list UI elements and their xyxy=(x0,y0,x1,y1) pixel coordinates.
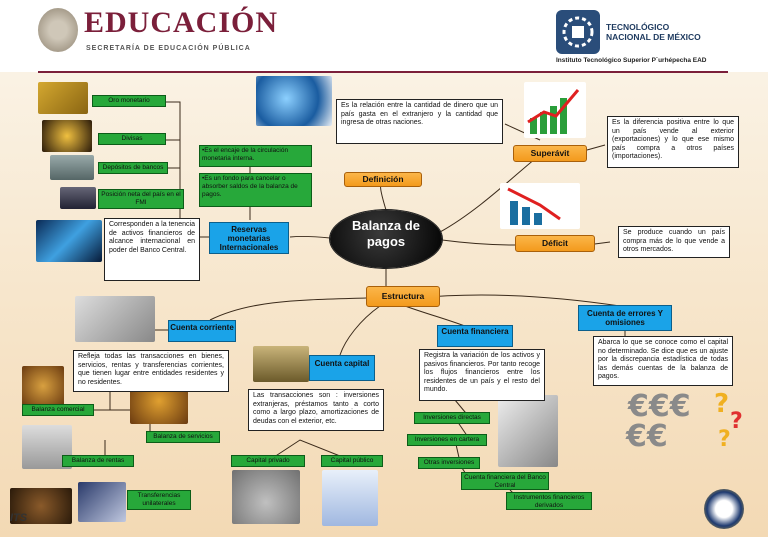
cc-item-balanza-rentas: Balanza de rentas xyxy=(62,455,134,467)
its-logo-icon xyxy=(704,489,744,529)
errores-text: Abarca lo que se conoce como el capital … xyxy=(593,336,733,386)
cc-item-balanza-comercial: Balanza comercial xyxy=(22,404,94,416)
svg-text:€€: €€ xyxy=(625,419,668,452)
cf-item-otras-inversiones: Otras inversiones xyxy=(418,457,480,469)
bank-deposit-image xyxy=(50,155,94,180)
estructura-node: Estructura xyxy=(366,286,440,307)
superavit-text: Es la diferencia positiva entre lo que u… xyxy=(607,116,739,168)
reservas-node: Reservas monetarias Internacionales xyxy=(209,222,289,254)
credit-card-image xyxy=(75,296,155,342)
definicion-node: Definición xyxy=(344,172,422,187)
globe-hand-image xyxy=(256,76,332,126)
euro-question-image: €€€€€??? xyxy=(622,382,752,452)
blocks-image xyxy=(322,470,378,526)
cf-item-cuenta-banco-central: Cuenta financiera del Banco Central xyxy=(461,472,549,490)
cuenta-capital-node: Cuenta capital xyxy=(309,355,375,381)
deficit-text: Se produce cuando un país compra más de … xyxy=(618,226,730,258)
cf-item-instrumentos-derivados: Instrumentos financieros derivados xyxy=(506,492,592,510)
reservas-item-fmi: Posición neta del país en el FMI xyxy=(98,189,184,209)
coin-stacks-image xyxy=(253,346,309,382)
cuenta-corriente-text: Refleja todas las transacciones en biene… xyxy=(73,350,229,392)
reservas-item-divisas: Divisas xyxy=(98,133,166,145)
coins-image xyxy=(42,120,92,152)
cf-item-inversiones-directas: Inversiones directas xyxy=(414,412,490,424)
cuenta-financiera-text: Registra la variación de los activos y p… xyxy=(419,349,545,401)
its-footer: ITS xyxy=(10,512,27,524)
deficit-node: Déficit xyxy=(515,235,595,252)
capital-item-privado: Capital privado xyxy=(231,455,305,467)
scale-image xyxy=(22,366,64,406)
svg-text:?: ? xyxy=(730,409,743,434)
superavit-node: Superávit xyxy=(513,145,587,162)
cf-item-inversiones-cartera: Inversiones en cartera xyxy=(407,434,487,446)
cuenta-capital-text: Las transacciones son : inversiones extr… xyxy=(248,389,384,431)
svg-text:?: ? xyxy=(718,427,731,452)
gold-bars-image xyxy=(38,82,88,114)
chart-down-image xyxy=(500,183,580,229)
chart-up-image xyxy=(524,82,586,138)
svg-text:?: ? xyxy=(714,389,729,419)
reservas-desc-1: •Es el encaje de la circulación monetari… xyxy=(199,145,312,167)
errores-node: Cuenta de errores Y omisiones xyxy=(578,305,672,331)
globe-tech-image xyxy=(36,220,102,262)
reservas-item-depositos: Depósitos de bancos xyxy=(98,162,168,174)
imf-image xyxy=(60,187,96,209)
definicion-text: Es la relación entre la cantidad de dine… xyxy=(336,99,503,144)
calculator-image xyxy=(498,395,558,467)
reservas-text: Corresponden a la tenencia de activos fi… xyxy=(104,218,200,281)
capital-item-publico: Capital público xyxy=(321,455,383,467)
coins-stack-image xyxy=(232,470,300,524)
reservas-item-oro: Oro monetario xyxy=(92,95,166,107)
cc-item-transferencias: Transferencias unilaterales xyxy=(127,490,191,510)
cuenta-financiera-node: Cuenta financiera xyxy=(437,325,513,347)
cc-item-balanza-servicios: Balanza de servicios xyxy=(146,431,220,443)
transfer-image xyxy=(78,482,126,522)
reservas-desc-2: •Es un fondo para cancelar o absorber sa… xyxy=(199,173,312,207)
cuenta-corriente-node: Cuenta corriente xyxy=(168,320,236,342)
